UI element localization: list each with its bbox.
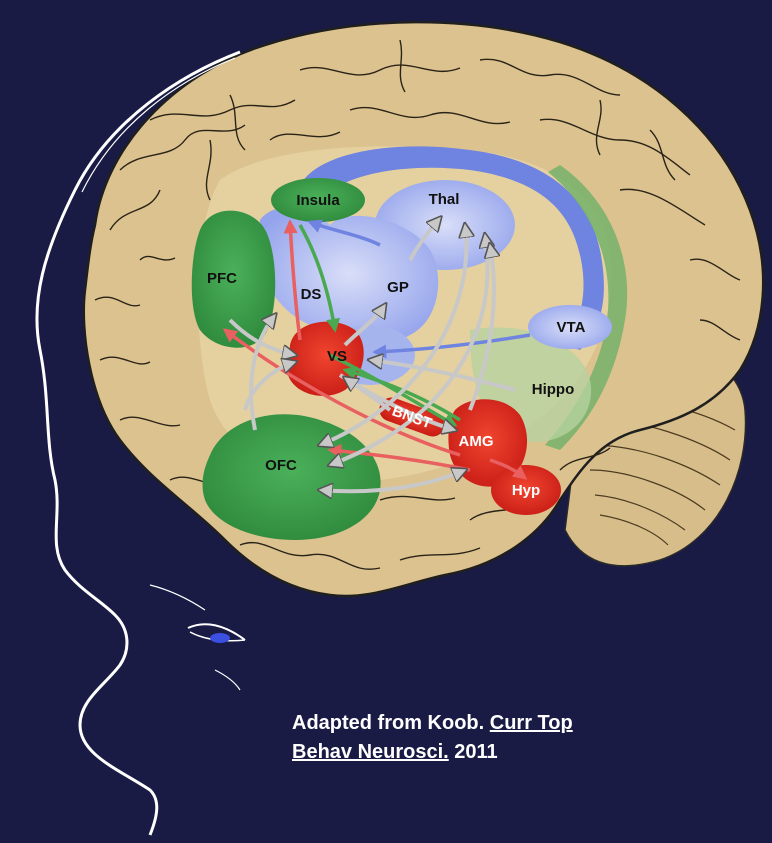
label-hyp: Hyp (512, 482, 540, 499)
label-ofc: OFC (265, 457, 297, 474)
citation-prefix: Adapted from Koob. (292, 712, 490, 734)
label-thal: Thal (429, 191, 460, 208)
label-insula: Insula (296, 192, 340, 209)
eye (150, 585, 245, 690)
label-pfc: PFC (207, 270, 237, 287)
label-vta: VTA (557, 319, 586, 336)
label-ds: DS (301, 286, 322, 303)
label-gp: GP (387, 279, 409, 296)
citation-year: 2011 (449, 741, 498, 763)
citation-journal-line1: Curr Top (490, 712, 573, 734)
citation-journal-line2: Behav Neurosci. (292, 741, 449, 763)
label-hippo: Hippo (532, 381, 575, 398)
label-amg: AMG (459, 433, 494, 450)
label-vs: VS (327, 348, 347, 365)
